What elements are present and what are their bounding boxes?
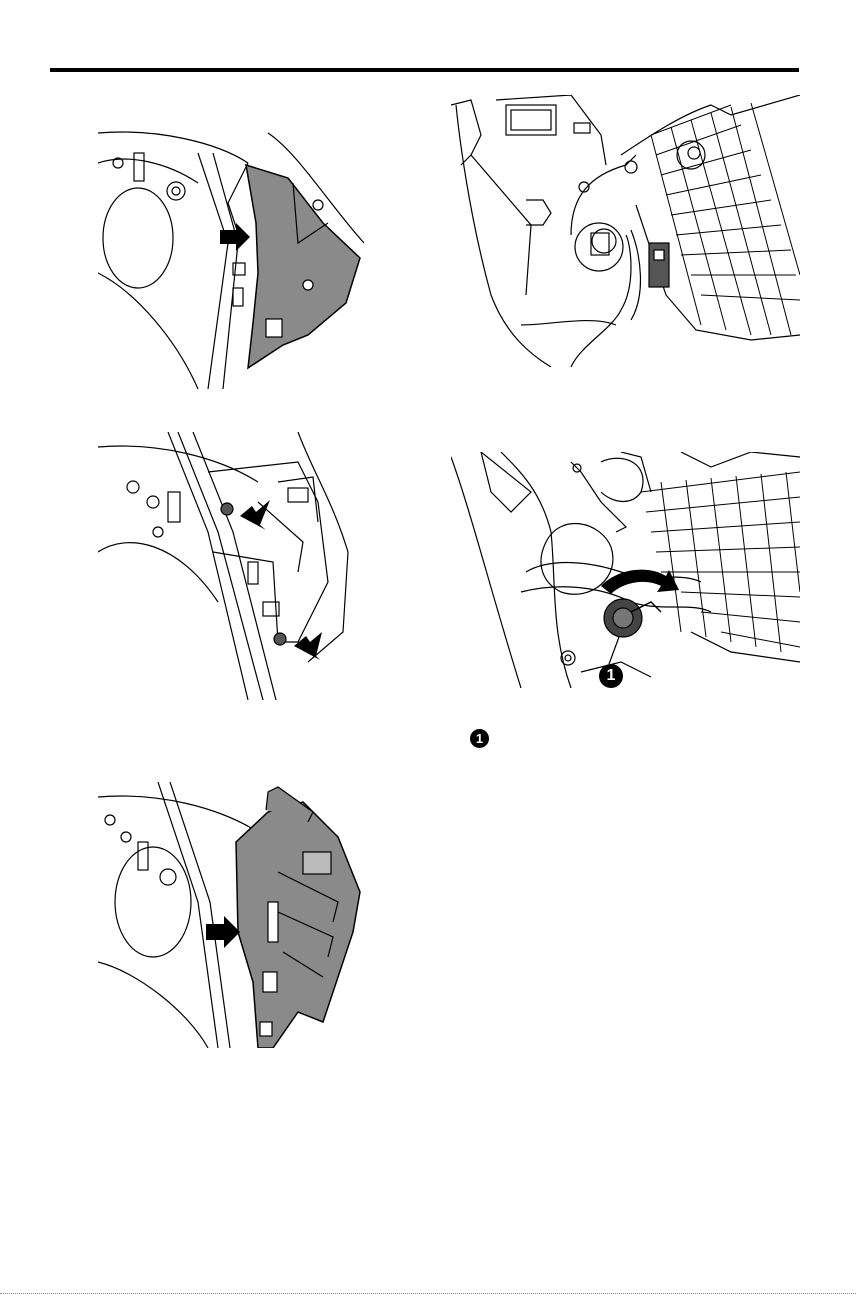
rotate-arrow-icon: [601, 570, 679, 594]
callout-marker: 1: [599, 664, 623, 688]
figure-bulb-socket: [451, 452, 800, 688]
footer-rule: [0, 1293, 856, 1294]
figure-bracket-removal: [98, 432, 368, 700]
arrow-icon: [206, 916, 240, 948]
cover-panel-shape: [246, 165, 360, 368]
grid-pattern: [641, 472, 800, 652]
arrow-icon: [294, 632, 322, 660]
header-rule: [50, 68, 799, 72]
grid-pattern: [651, 103, 800, 335]
figure-cover-removal: [98, 123, 364, 389]
callout-number-badge: 1: [470, 729, 489, 748]
inner-panel-shape: [236, 802, 360, 1048]
arrow-icon: [220, 223, 250, 251]
figure-inner-panel-removal: [98, 782, 364, 1048]
figure-lamp-housing: [451, 95, 800, 367]
callout-legend: 1: [470, 728, 497, 748]
arrow-icon: [240, 500, 270, 530]
